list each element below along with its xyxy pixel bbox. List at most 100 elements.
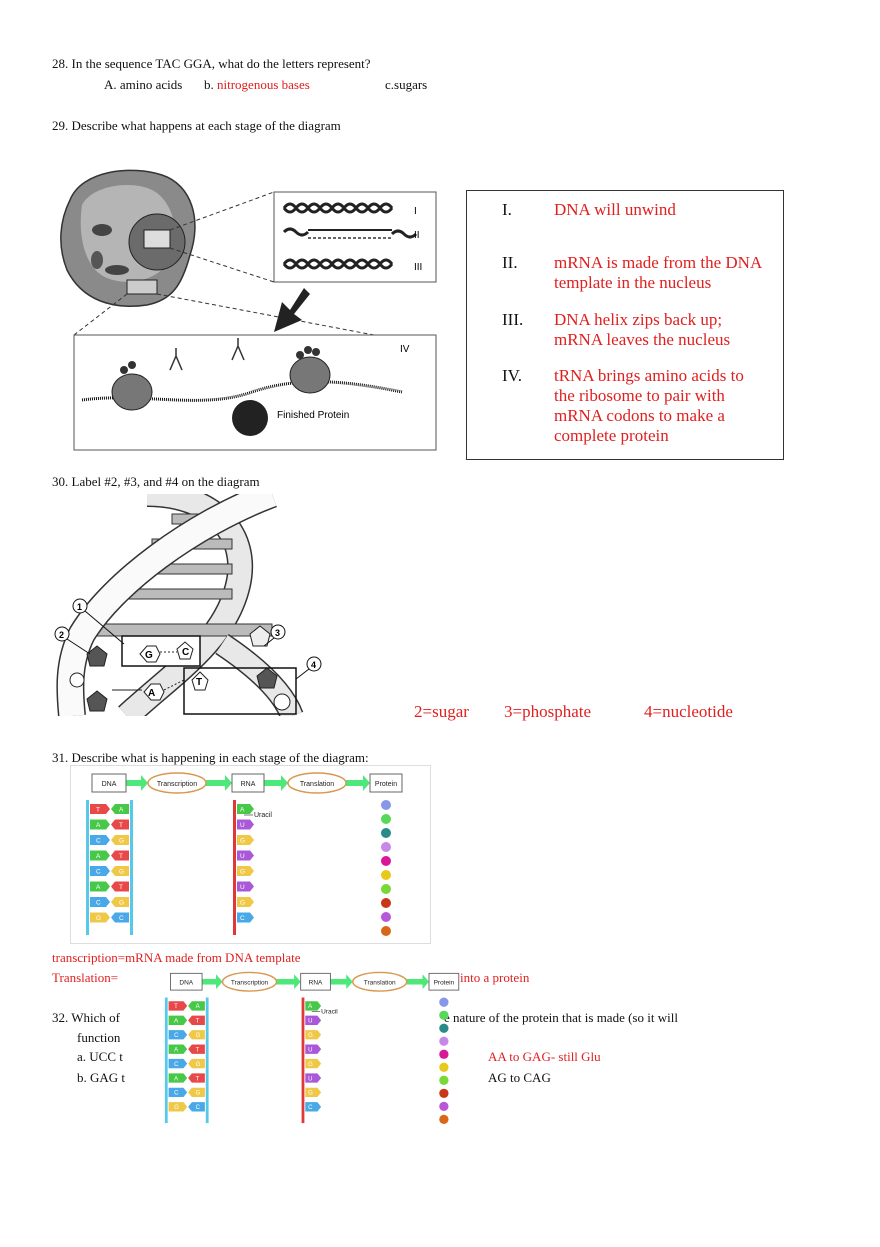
marker-3-pointer xyxy=(263,637,275,647)
rna-base xyxy=(305,1087,322,1098)
rna-backbone xyxy=(233,800,236,935)
dna-base-left xyxy=(90,897,110,907)
q29-answer-2-num: II. xyxy=(502,253,518,272)
rna-base xyxy=(237,804,254,814)
rna-base-label: A xyxy=(240,807,245,814)
dna-backbone-back-fill xyxy=(119,494,252,716)
q32-question-line2: function xyxy=(77,1030,121,1045)
rna-base xyxy=(237,897,254,907)
dna-base-left xyxy=(90,804,110,814)
amino-acid-bead xyxy=(439,1114,449,1125)
dna-base-right xyxy=(111,804,129,814)
rna-base xyxy=(305,1044,322,1054)
trna-icon xyxy=(169,348,183,371)
amino-acid-bead xyxy=(381,870,391,880)
dna-helix-3 xyxy=(282,258,394,270)
dna-base-right-label: T xyxy=(196,1047,200,1053)
q30-answer-4: 4=nucleotide xyxy=(644,702,733,721)
stage-label-iii: III xyxy=(414,262,422,273)
q29-answer-2-text: mRNA is made from the DNA template in th… xyxy=(554,253,762,292)
flow-box-dna xyxy=(91,773,127,793)
dna-backbone-left xyxy=(164,997,168,1124)
organelle xyxy=(91,251,103,269)
phosphate-shape xyxy=(273,693,291,711)
amino-acid-bead xyxy=(381,828,391,838)
q29-answer-1-num: I. xyxy=(502,200,512,219)
marker-2-label: 2 xyxy=(59,630,64,640)
flow-arrow-shaft xyxy=(202,978,217,985)
base-g-shape xyxy=(139,645,161,663)
q29-answer-4-num: IV. xyxy=(502,366,522,385)
amino-acid xyxy=(312,348,320,356)
flow-label-transcription: Transcription xyxy=(231,980,269,987)
marker-1-label: 1 xyxy=(77,602,82,612)
dna-helix-1 xyxy=(282,202,394,214)
dna-base-right-label: G xyxy=(119,900,124,907)
rna-base-label: C xyxy=(308,1105,313,1111)
dna-base-right xyxy=(188,1001,205,1011)
dna-base-left xyxy=(90,881,110,892)
dna-base-right-label: T xyxy=(119,853,123,860)
zoom-line xyxy=(169,247,275,283)
flow-arrow-head-icon xyxy=(141,775,148,791)
rna-base-label: C xyxy=(240,915,245,922)
rna-base-label: G xyxy=(240,838,245,845)
flow-arrow-head-icon xyxy=(216,974,223,990)
q31-answer-translation-tail: into a protein xyxy=(460,970,530,985)
dna-base-left-label: C xyxy=(96,900,101,907)
dna-structure-diagram: G C A T 1 2 3 4 xyxy=(54,494,322,716)
dna-base-left xyxy=(90,835,110,845)
base-a-label: A xyxy=(148,688,155,699)
q32-option-b: b. GAG t xyxy=(77,1070,126,1085)
q28-question: 28. In the sequence TAC GGA, what do the… xyxy=(52,56,371,71)
dna-base-left xyxy=(168,1030,188,1040)
q30-answer-3: 3=phosphate xyxy=(504,702,592,721)
flow-label-protein: Protein xyxy=(434,980,455,987)
stage-label-i: I xyxy=(414,206,417,217)
dna-helix-3b xyxy=(282,258,394,270)
rna-base-label: G xyxy=(240,900,245,907)
rna-base xyxy=(237,881,254,892)
dna-base-left xyxy=(168,1087,188,1098)
amino-acid-bead xyxy=(381,814,391,824)
marker-3 xyxy=(270,624,286,640)
dna-base-right-label: C xyxy=(196,1105,201,1111)
amino-acid-bead xyxy=(439,1036,449,1046)
rna-base-label: U xyxy=(240,853,245,860)
dna-backbone-front-fill xyxy=(57,494,277,716)
dna-base-right xyxy=(188,1030,205,1040)
dna-base-left-label: T xyxy=(96,807,100,814)
zoom-line xyxy=(156,293,375,336)
ribosome-left xyxy=(111,373,153,411)
dna-base-right xyxy=(111,850,129,861)
rna-base-label: U xyxy=(308,1019,312,1025)
rna-base-label: U xyxy=(240,884,245,891)
amino-acid-bead xyxy=(381,884,391,894)
uracil-label: Uracil xyxy=(321,1008,338,1015)
rna-base xyxy=(305,1073,322,1083)
base-c-shape xyxy=(176,641,194,660)
dna-base-left xyxy=(168,1001,188,1011)
q31-question: 31. Describe what is happening in each s… xyxy=(52,750,369,765)
dna-base-right xyxy=(111,866,129,876)
dna-base-left xyxy=(90,866,110,876)
amino-acid-bead xyxy=(439,1062,449,1072)
marker-4-label: 4 xyxy=(311,660,316,670)
marker-4-pointer xyxy=(295,668,310,680)
flow-oval-translation xyxy=(287,772,347,794)
phosphate-shape xyxy=(69,672,85,688)
uracil-label: Uracil xyxy=(254,812,272,819)
zoom-line xyxy=(169,191,275,231)
stage-label-iv: IV xyxy=(400,344,410,355)
amino-acid xyxy=(128,361,136,369)
q28-option-c: c.sugars xyxy=(385,77,428,92)
rna-base xyxy=(305,1058,322,1069)
dna-base-right xyxy=(188,1073,205,1083)
dna-base-right xyxy=(188,1087,205,1098)
flow-label-dna: DNA xyxy=(179,980,193,987)
dna-base-right xyxy=(188,1102,205,1112)
mrna-strand xyxy=(81,380,403,402)
sugar-shape xyxy=(256,667,278,689)
